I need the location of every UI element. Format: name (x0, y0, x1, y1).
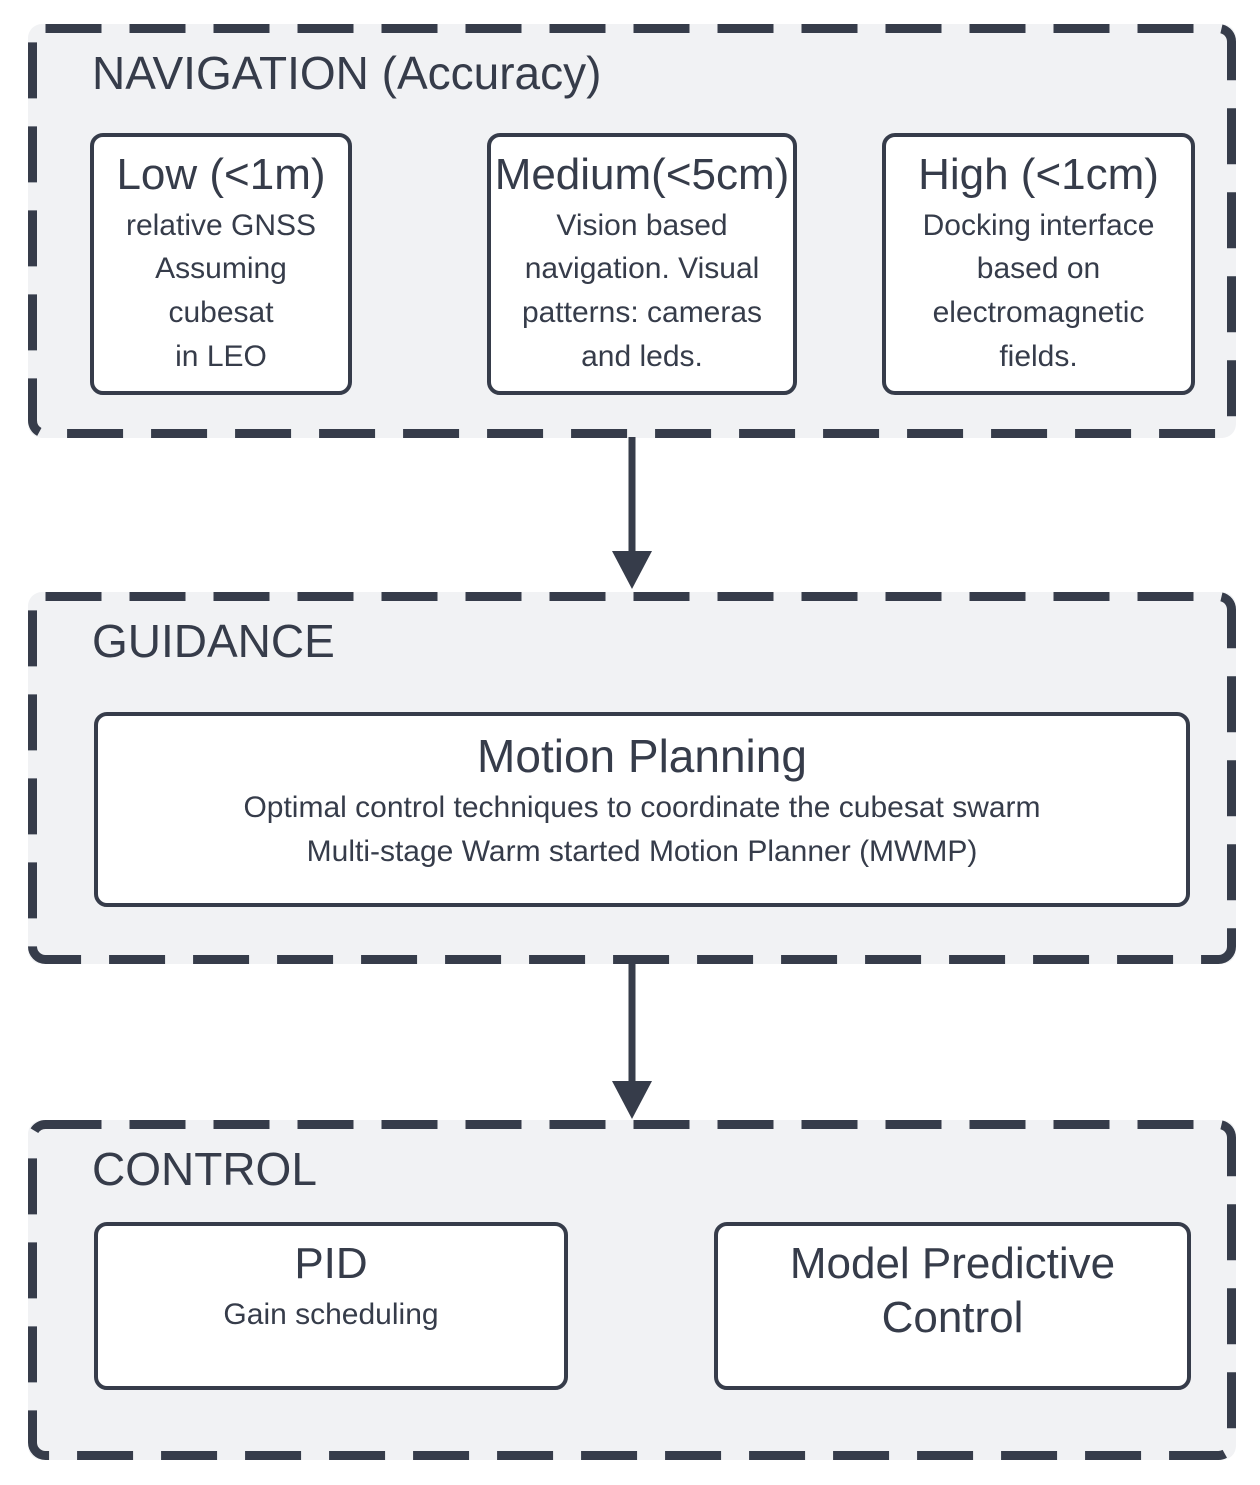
node-motion-planning-title: Motion Planning (477, 730, 807, 782)
node-motion-planning: Motion Planning Optimal control techniqu… (94, 712, 1190, 907)
control-section-title: CONTROL (92, 1143, 317, 1195)
node-low-accuracy: Low (<1m) relative GNSS Assuming cubesat… (90, 133, 352, 395)
navigation-section: NAVIGATION (Accuracy) Low (<1m) relative… (28, 24, 1236, 438)
node-high-body: Docking interface based on electromagnet… (922, 208, 1155, 374)
node-pid: PID Gain scheduling (94, 1222, 568, 1390)
arrow-guidance-to-control (612, 963, 652, 1119)
arrow-navigation-to-guidance (612, 437, 652, 589)
node-high-accuracy: High (<1cm) Docking interface based on e… (882, 133, 1195, 395)
node-low-title: Low (<1m) (116, 150, 326, 199)
navigation-section-title: NAVIGATION (Accuracy) (92, 47, 602, 99)
guidance-section: GUIDANCE Motion Planning Optimal control… (28, 592, 1236, 964)
node-pid-body: Gain scheduling (223, 1297, 439, 1331)
node-low-body: relative GNSS Assuming cubesat in LEO (125, 208, 317, 374)
guidance-section-title: GUIDANCE (92, 615, 335, 667)
node-pid-title: PID (294, 1239, 368, 1288)
node-model-predictive-control: Model Predictive Control (714, 1222, 1191, 1390)
node-medium-title: Medium(<5cm) (494, 150, 790, 199)
node-motion-planning-body: Optimal control techniques to coordinate… (243, 791, 1041, 868)
control-section: CONTROL PID Gain scheduling Model Predic… (28, 1120, 1236, 1460)
node-high-title: High (<1cm) (918, 150, 1159, 199)
node-medium-body: Vision based navigation. Visual patterns… (521, 208, 763, 374)
node-medium-accuracy: Medium(<5cm) Vision based navigation. Vi… (487, 133, 797, 395)
node-mpc-title: Model Predictive Control (789, 1239, 1116, 1342)
